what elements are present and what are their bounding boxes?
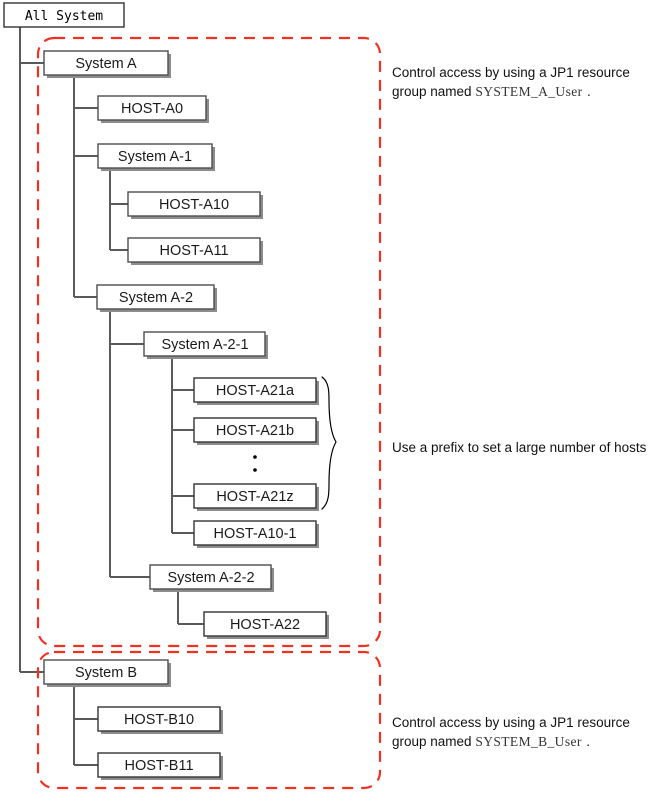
annotation-system-a: Control access by using a JP1 resource g… [392, 65, 630, 100]
node-system-a-2-1[interactable]: System A-2-1 [143, 331, 268, 359]
node-host-a21b-box [193, 417, 317, 443]
node-host-a10-1-box [193, 520, 317, 546]
node-system-b[interactable]: System B [43, 659, 171, 687]
annotation-system-a-line2: group named SYSTEM_A_User . [392, 83, 591, 100]
node-host-a11[interactable]: HOST-A11 [127, 237, 263, 265]
group-boundary-system-b [36, 650, 382, 790]
annotation-prefix-hosts: Use a prefix to set a large number of ho… [392, 440, 647, 455]
annotation-system-b-line2-prefix: group named [392, 734, 475, 749]
ellipsis-dot-1 [253, 455, 257, 459]
node-host-a0-box [97, 95, 207, 121]
node-system-a-2-2[interactable]: System A-2-2 [149, 564, 274, 592]
annotation-system-a-resource-group: SYSTEM_A_User [475, 84, 582, 99]
node-host-b10-box [97, 706, 221, 732]
node-host-b11[interactable]: HOST-B11 [97, 752, 223, 780]
annotation-system-a-line1: Control access by using a JP1 resource [392, 65, 630, 80]
node-system-a-2-1-box [143, 331, 266, 357]
annotation-system-b-line2: group named SYSTEM_B_User . [392, 733, 590, 750]
node-system-b-label: System B [75, 665, 137, 681]
ellipsis-dot-2 [253, 468, 257, 472]
node-system-a-1[interactable]: System A-1 [97, 143, 215, 171]
resource-group-boundaries [36, 36, 382, 790]
annotation-system-b-resource-group: SYSTEM_B_User [475, 734, 582, 749]
node-host-a22[interactable]: HOST-A22 [203, 611, 329, 639]
node-all-system[interactable]: All System [3, 2, 125, 28]
node-host-a11-label: HOST-A11 [159, 243, 228, 259]
node-system-a-box [43, 50, 169, 76]
node-system-a[interactable]: System A [43, 50, 171, 78]
node-host-b10[interactable]: HOST-B10 [97, 706, 223, 734]
node-host-a21a-label: HOST-A21a [216, 383, 295, 399]
node-host-a10-label: HOST-A10 [159, 197, 229, 213]
node-system-a-2-label: System A-2 [119, 290, 193, 306]
node-host-a10-box [127, 191, 261, 217]
tree-connectors [19, 27, 204, 766]
node-all-system-box [3, 2, 125, 28]
annotation-system-b-line2-suffix: . [586, 734, 590, 749]
node-host-a22-box [203, 611, 327, 637]
vertical-ellipsis [253, 455, 257, 472]
node-system-a-2[interactable]: System A-2 [96, 284, 217, 312]
node-host-a21b[interactable]: HOST-A21b [193, 417, 319, 445]
node-host-a21z-box [193, 483, 317, 509]
node-host-a21b-label: HOST-A21b [216, 423, 294, 439]
node-system-a-2-2-box [149, 564, 272, 590]
annotation-system-a-line2-prefix: group named [392, 84, 475, 99]
node-host-a21z-label: HOST-A21z [216, 489, 293, 505]
node-system-a-label: System A [75, 56, 137, 72]
node-host-a10-1-label: HOST-A10-1 [214, 526, 297, 542]
node-system-b-box [43, 659, 169, 685]
node-host-b10-label: HOST-B10 [124, 712, 194, 728]
node-system-a-2-1-label: System A-2-1 [161, 337, 248, 353]
node-host-a0[interactable]: HOST-A0 [97, 95, 209, 123]
node-system-a-1-label: System A-1 [118, 149, 192, 165]
node-host-a11-box [127, 237, 261, 263]
annotation-prefix-hosts-line1: Use a prefix to set a large number of ho… [392, 440, 647, 455]
node-system-a-2-2-label: System A-2-2 [167, 570, 254, 586]
annotation-system-b-line1: Control access by using a JP1 resource [392, 715, 630, 730]
node-system-a-2-box [96, 284, 215, 310]
node-host-a22-label: HOST-A22 [230, 617, 300, 633]
node-host-b11-box [97, 752, 221, 778]
node-host-a10-1[interactable]: HOST-A10-1 [193, 520, 319, 548]
node-host-a10[interactable]: HOST-A10 [127, 191, 263, 219]
tree-nodes: System A HOST-A0 System A-1 HOST-A10 [43, 50, 329, 780]
node-all-system-label: All System [25, 9, 103, 24]
large-host-range-brace [321, 376, 337, 510]
node-host-a0-label: HOST-A0 [121, 101, 183, 117]
annotation-system-a-line2-suffix: . [587, 84, 591, 99]
node-host-a21a[interactable]: HOST-A21a [193, 377, 319, 405]
annotation-system-b: Control access by using a JP1 resource g… [392, 715, 630, 750]
node-host-a21z[interactable]: HOST-A21z [193, 483, 319, 511]
node-host-a21a-box [193, 377, 317, 403]
node-system-a-1-box [97, 143, 213, 169]
node-host-b11-label: HOST-B11 [124, 758, 193, 774]
group-boundary-system-a [36, 36, 382, 648]
